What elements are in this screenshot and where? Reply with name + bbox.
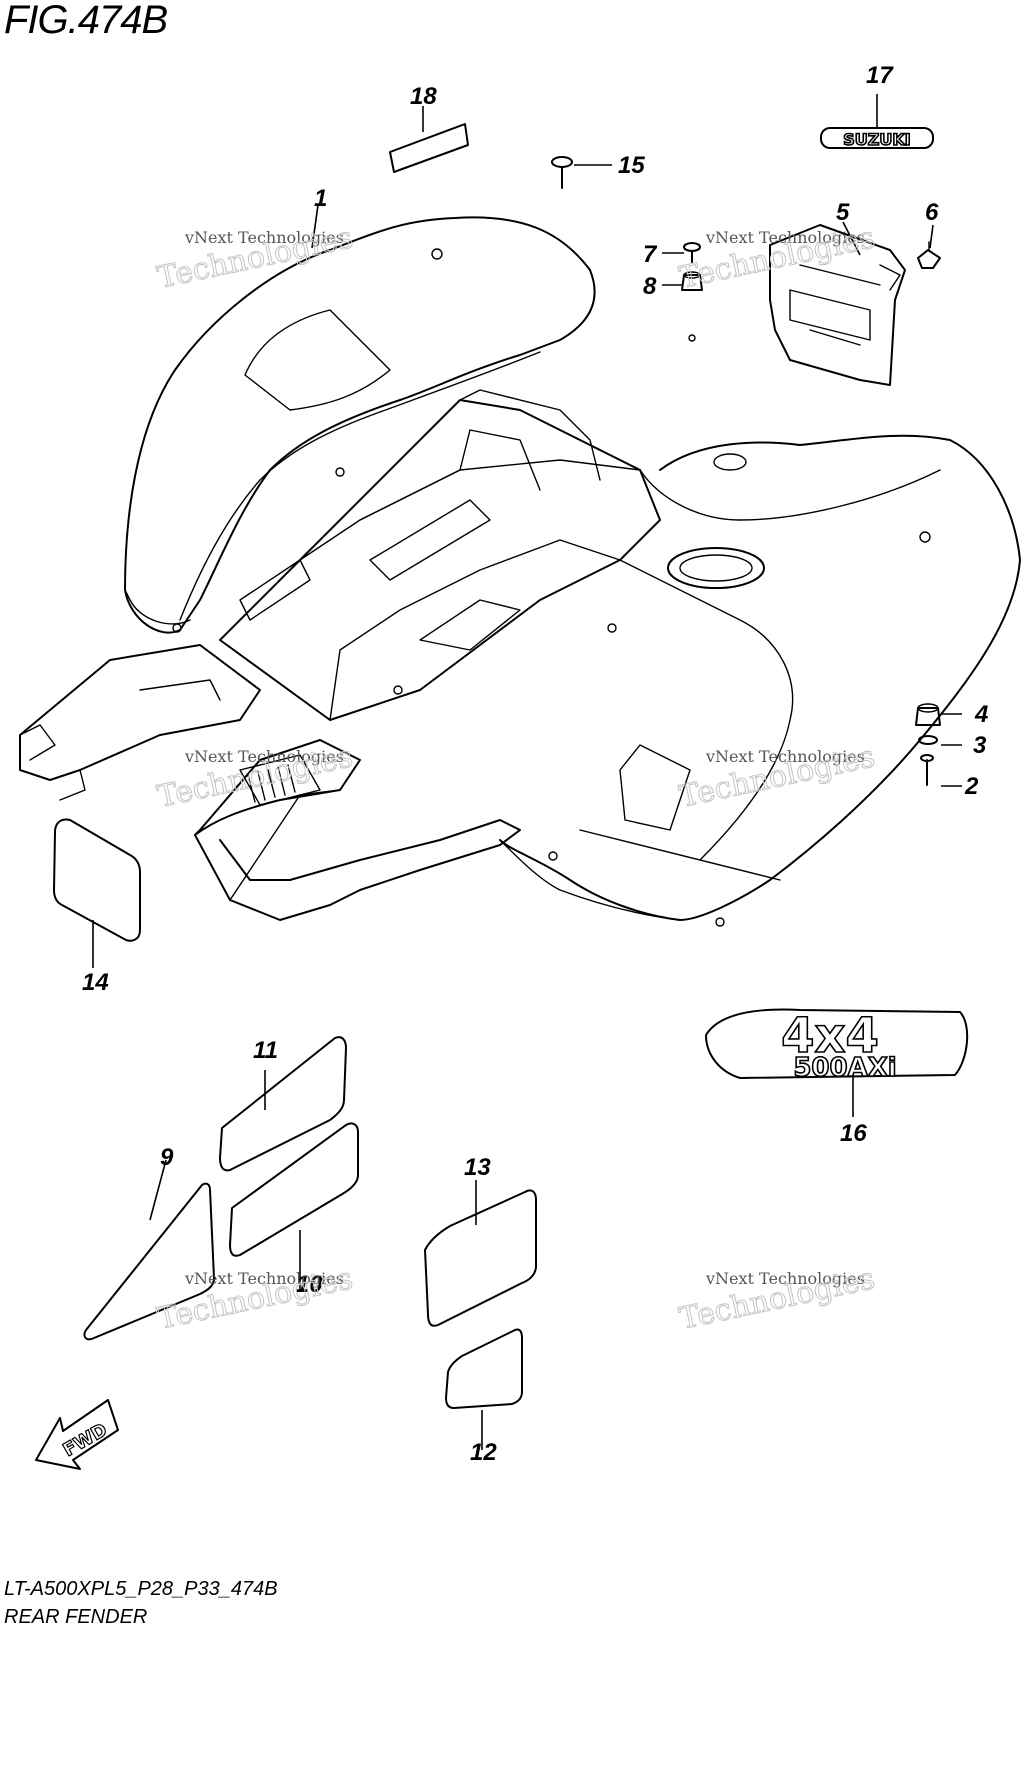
fwd-arrow-text: FWD [60,1419,111,1461]
callout-12: 12 [470,1439,497,1466]
rear-bracket [769,224,906,386]
figure-name: REAR FENDER [4,1606,148,1628]
bolt-washer-cushion [915,703,941,786]
callout-5: 5 [836,199,850,226]
badge-bottom-text: 500AXi [793,1053,896,1083]
decal-10 [229,1122,359,1257]
watermark-5: vNext Technologies Technologies [154,1261,356,1338]
decal-13 [424,1189,537,1327]
rear-fender-body [19,216,1021,927]
suzuki-emblem: SUZUKI [820,127,934,150]
clip [917,241,941,269]
model-code: LT-A500XPL5_P28_P33_474B [4,1578,278,1600]
decal-9 [83,1182,215,1341]
callout-9: 9 [160,1144,174,1171]
callout-16: 16 [840,1120,867,1147]
watermark-3: vNext Technologies Technologies [154,739,356,816]
watermark-2-line1: vNext Technologies [705,228,865,247]
decal-14 [53,818,141,942]
callout-4: 4 [974,701,988,728]
callout-10: 10 [296,1271,323,1298]
watermarks: vNext Technologies Technologies vNext Te… [154,220,878,1338]
figure-title: FIG.474B [4,0,168,42]
watermark-5-line1: vNext Technologies [184,1269,344,1288]
decal-12 [445,1328,523,1409]
callout-2: 2 [964,773,979,800]
watermark-2: vNext Technologies Technologies [676,220,878,297]
callout-15: 15 [618,152,645,179]
callout-3: 3 [973,732,987,759]
leader-lines [92,94,962,1450]
callout-1: 1 [314,185,327,212]
screw-and-nut [681,242,703,291]
screw-15 [551,156,573,189]
callout-14: 14 [82,969,109,996]
callout-13: 13 [464,1154,491,1181]
fwd-arrow: FWD [35,1399,119,1470]
watermark-1: vNext Technologies Technologies [154,220,356,297]
callout-18: 18 [410,83,437,110]
watermark-1-line1: vNext Technologies [184,228,344,247]
watermark-6: vNext Technologies Technologies [676,1261,878,1338]
pad-18 [389,123,469,173]
4x4-badge: 4x4 500AXi [705,1007,969,1084]
callout-labels: 1 2 3 4 5 6 7 8 9 10 11 12 13 14 15 16 1… [82,62,988,1466]
watermark-4-line1: vNext Technologies [705,747,865,766]
callout-6: 6 [925,199,939,226]
decals [53,818,537,1409]
badge-top-text: 4x4 [781,1008,879,1064]
suzuki-emblem-text: SUZUKI [843,130,910,149]
callout-8: 8 [643,273,657,300]
watermark-6-line1: vNext Technologies [705,1269,865,1288]
watermark-4: vNext Technologies Technologies [676,739,878,816]
watermark-3-line1: vNext Technologies [184,747,344,766]
callout-7: 7 [643,241,658,268]
callout-11: 11 [253,1037,278,1064]
decal-11 [219,1036,347,1172]
callout-17: 17 [866,62,894,89]
